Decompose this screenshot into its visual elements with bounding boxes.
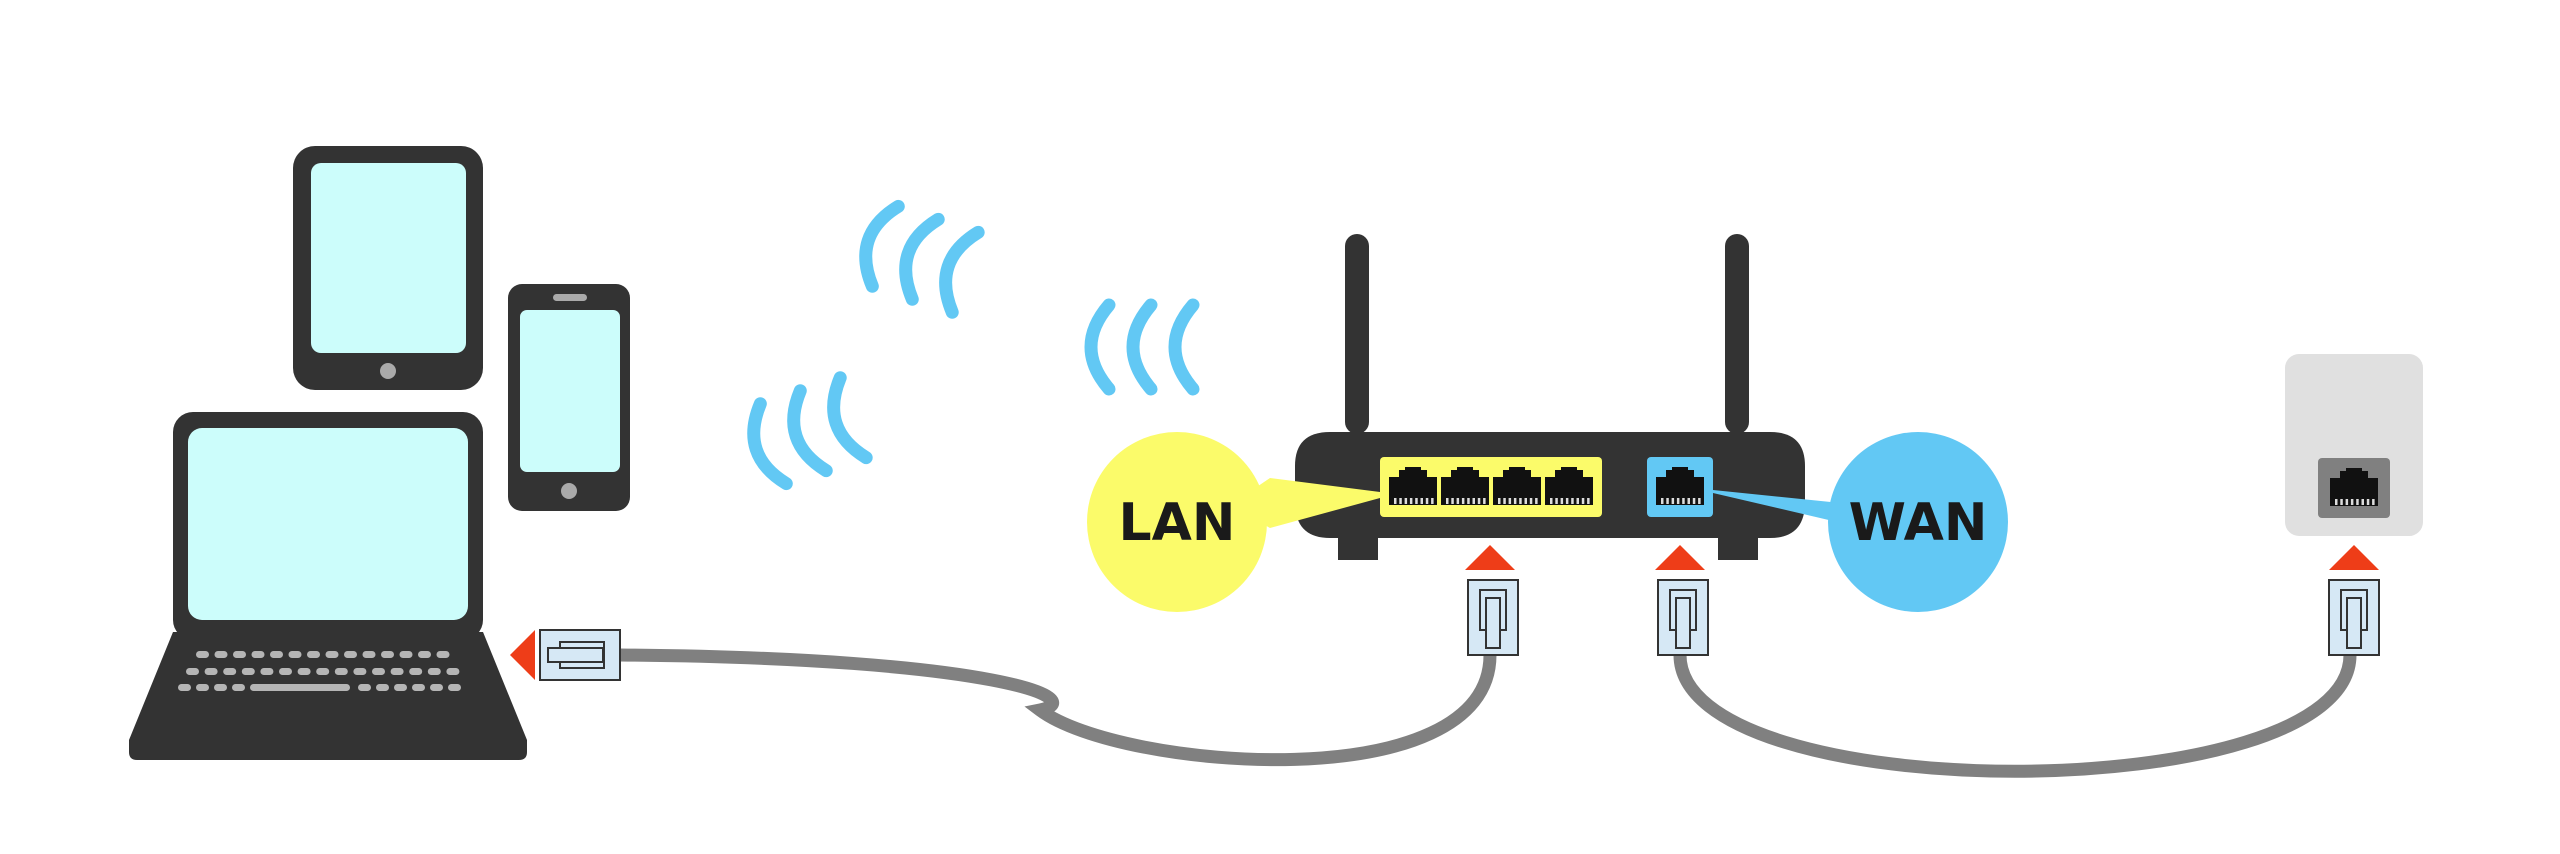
keyboard-key [270,651,283,658]
arrow-icon [1465,545,1515,570]
keyboard-key [394,684,407,691]
keyboard-key [436,651,450,658]
wan-port [1656,467,1704,505]
keyboard-key [297,668,311,675]
keyboard-key [196,684,209,691]
lan-port [1441,467,1489,505]
keyboard-key [353,668,367,675]
keyboard-key [362,651,376,658]
keyboard-key [358,684,371,691]
wall-jack-port [2330,468,2378,506]
lan-port [1545,467,1593,505]
keyboard-key [334,668,348,675]
keyboard-key [232,684,245,691]
keyboard-key [430,684,443,691]
wifi-signal-icon [747,371,873,491]
keyboard-key [316,668,330,675]
tablet-icon [293,146,483,390]
keyboard-key [372,668,385,675]
keyboard-key [223,668,237,675]
wan-ethernet-plug-icon [1655,545,1709,656]
keyboard-key [251,651,265,658]
keyboard-key [204,668,218,675]
keyboard-key [178,684,191,691]
lan-label: LAN [1119,493,1236,553]
keyboard-key [279,668,292,675]
keyboard-key [233,651,246,658]
wall-port [2330,468,2378,506]
keyboard-key [399,651,413,658]
keyboard [178,651,461,691]
keyboard-key [448,684,461,691]
lan-ethernet-plug-icon [1465,545,1519,656]
keyboard-key [427,668,441,675]
keyboard-key [325,651,339,658]
spacebar-key [250,684,350,691]
lan-callout: LAN [1087,432,1380,612]
wan-callout: WAN [1713,432,2008,612]
lan-ports [1389,467,1593,505]
wifi-signal-icon [859,199,985,319]
keyboard-key [381,651,394,658]
laptop-icon [129,412,527,760]
keyboard-key [446,668,460,675]
keyboard-key [412,684,425,691]
keyboard-key [241,668,255,675]
wan-label: WAN [1849,493,1988,553]
wall-ethernet-plug-icon [2328,545,2380,656]
keyboard-key [260,668,274,675]
arrow-icon [1655,545,1705,570]
router-wan-to-wall-cable [1673,648,2357,778]
arrow-icon [2329,545,2379,570]
router-icon [1295,234,1805,560]
wifi-signal-icon [1084,298,1200,396]
keyboard-key [288,651,302,658]
laptop-to-router-lan-cable [613,648,1497,767]
wifi-signals [747,199,1200,491]
laptop-ethernet-plug-icon [510,629,621,681]
keyboard-key [214,684,227,691]
keyboard-key [186,668,199,675]
keyboard-key [196,651,209,658]
keyboard-key [390,668,404,675]
keyboard-key [418,651,431,658]
smartphone-icon [508,284,630,511]
lan-port [1493,467,1541,505]
lan-port [1389,467,1437,505]
wall-ethernet-jack-icon [2285,354,2423,536]
keyboard-key [214,651,228,658]
keyboard-key [307,651,320,658]
arrow-icon [510,630,535,680]
wan-ports [1656,467,1704,505]
keyboard-key [409,668,423,675]
keyboard-key [344,651,357,658]
keyboard-key [376,684,389,691]
